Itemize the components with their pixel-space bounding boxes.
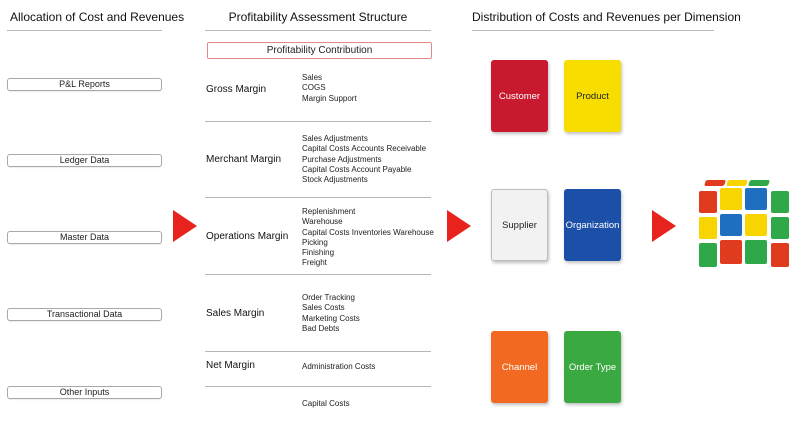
- dimension-tile-channel: Channel: [491, 331, 548, 403]
- margin-item: Margin Support: [302, 93, 357, 103]
- cube-cell: [720, 240, 742, 264]
- cube-cell: [745, 240, 767, 264]
- arrow-right-icon: [652, 210, 676, 242]
- margin-item: Finishing: [302, 248, 335, 258]
- cube-cell: [747, 180, 771, 186]
- margin-name-merchant: Merchant Margin: [206, 154, 282, 165]
- header-distribution-rule: [472, 30, 714, 31]
- margin-item: Marketing Costs: [302, 313, 360, 323]
- data-cube-icon: [697, 180, 793, 270]
- dimension-tile-supplier: Supplier: [491, 189, 548, 261]
- separator: [205, 121, 431, 122]
- margin-name-operations: Operations Margin: [206, 231, 289, 242]
- margin-name-net: Net Margin: [206, 360, 255, 371]
- margin-item: Bad Debts: [302, 323, 340, 333]
- cube-cell: [699, 243, 717, 267]
- margin-item: Capital Costs Inventories Warehouse: [302, 227, 434, 237]
- margin-items-capital: Capital Costs: [302, 399, 350, 409]
- header-allocation: Allocation of Cost and Revenues: [10, 10, 185, 24]
- margin-item: Capital Costs Account Payable: [302, 164, 412, 174]
- margin-items-sales: Order Tracking Sales Costs Marketing Cos…: [302, 293, 360, 334]
- cube-cell: [745, 188, 767, 210]
- arrow-right-icon: [173, 210, 197, 242]
- separator: [205, 197, 431, 198]
- margin-item: Sales Adjustments: [302, 134, 368, 143]
- margin-item: Capital Costs Accounts Receivable: [302, 144, 427, 154]
- margin-item: Sales Costs: [302, 303, 345, 313]
- header-distribution: Distribution of Costs and Revenues per D…: [472, 10, 741, 24]
- margin-items-merchant: Sales Adjustments Capital Costs Accounts…: [302, 134, 426, 185]
- cube-cell: [771, 217, 789, 239]
- margin-item: Warehouse: [302, 217, 343, 227]
- margin-item: Sales: [302, 73, 323, 82]
- dimension-tile-customer: Customer: [491, 60, 548, 132]
- input-box-ledger-data: Ledger Data: [7, 154, 162, 167]
- margin-item: Stock Adjustments: [302, 175, 368, 185]
- cube-cell: [771, 243, 789, 267]
- dimension-tile-organization: Organization: [564, 189, 621, 261]
- margin-items-net: Administration Costs: [302, 362, 375, 372]
- cube-cell: [699, 217, 717, 239]
- margin-item: Administration Costs: [302, 362, 376, 371]
- input-box-master-data: Master Data: [7, 231, 162, 244]
- input-box-transactional-data: Transactional Data: [7, 308, 162, 321]
- margin-item: Picking: [302, 237, 328, 247]
- cube-cell: [745, 214, 767, 236]
- header-profitability: Profitability Assessment Structure: [228, 10, 408, 24]
- margin-item: Order Tracking: [302, 293, 355, 302]
- cube-cell: [771, 191, 789, 213]
- cube-cell: [720, 188, 742, 210]
- separator: [205, 274, 431, 275]
- margin-name-sales: Sales Margin: [206, 308, 265, 319]
- cube-cell: [703, 180, 727, 186]
- margin-items-gross: Sales COGS Margin Support: [302, 73, 357, 104]
- margin-item: Freight: [302, 258, 327, 268]
- margin-item: Purchase Adjustments: [302, 154, 382, 164]
- margin-item: Capital Costs: [302, 399, 350, 408]
- cube-cell: [725, 180, 749, 186]
- input-box-other-inputs: Other Inputs: [7, 386, 162, 399]
- header-allocation-rule: [7, 30, 162, 31]
- margin-items-operations: Replenishment Warehouse Capital Costs In…: [302, 207, 434, 269]
- dimension-tile-order-type: Order Type: [564, 331, 621, 403]
- profitability-contribution-box: Profitability Contribution: [207, 42, 432, 59]
- input-box-pl-reports: P&L Reports: [7, 78, 162, 91]
- dimension-tile-product: Product: [564, 60, 621, 132]
- margin-item: Replenishment: [302, 207, 356, 216]
- cube-cell: [720, 214, 742, 236]
- separator: [205, 386, 431, 387]
- arrow-right-icon: [447, 210, 471, 242]
- separator: [205, 351, 431, 352]
- margin-name-gross: Gross Margin: [206, 84, 267, 95]
- margin-item: COGS: [302, 83, 326, 93]
- header-profitability-rule: [205, 30, 431, 31]
- cube-cell: [699, 191, 717, 213]
